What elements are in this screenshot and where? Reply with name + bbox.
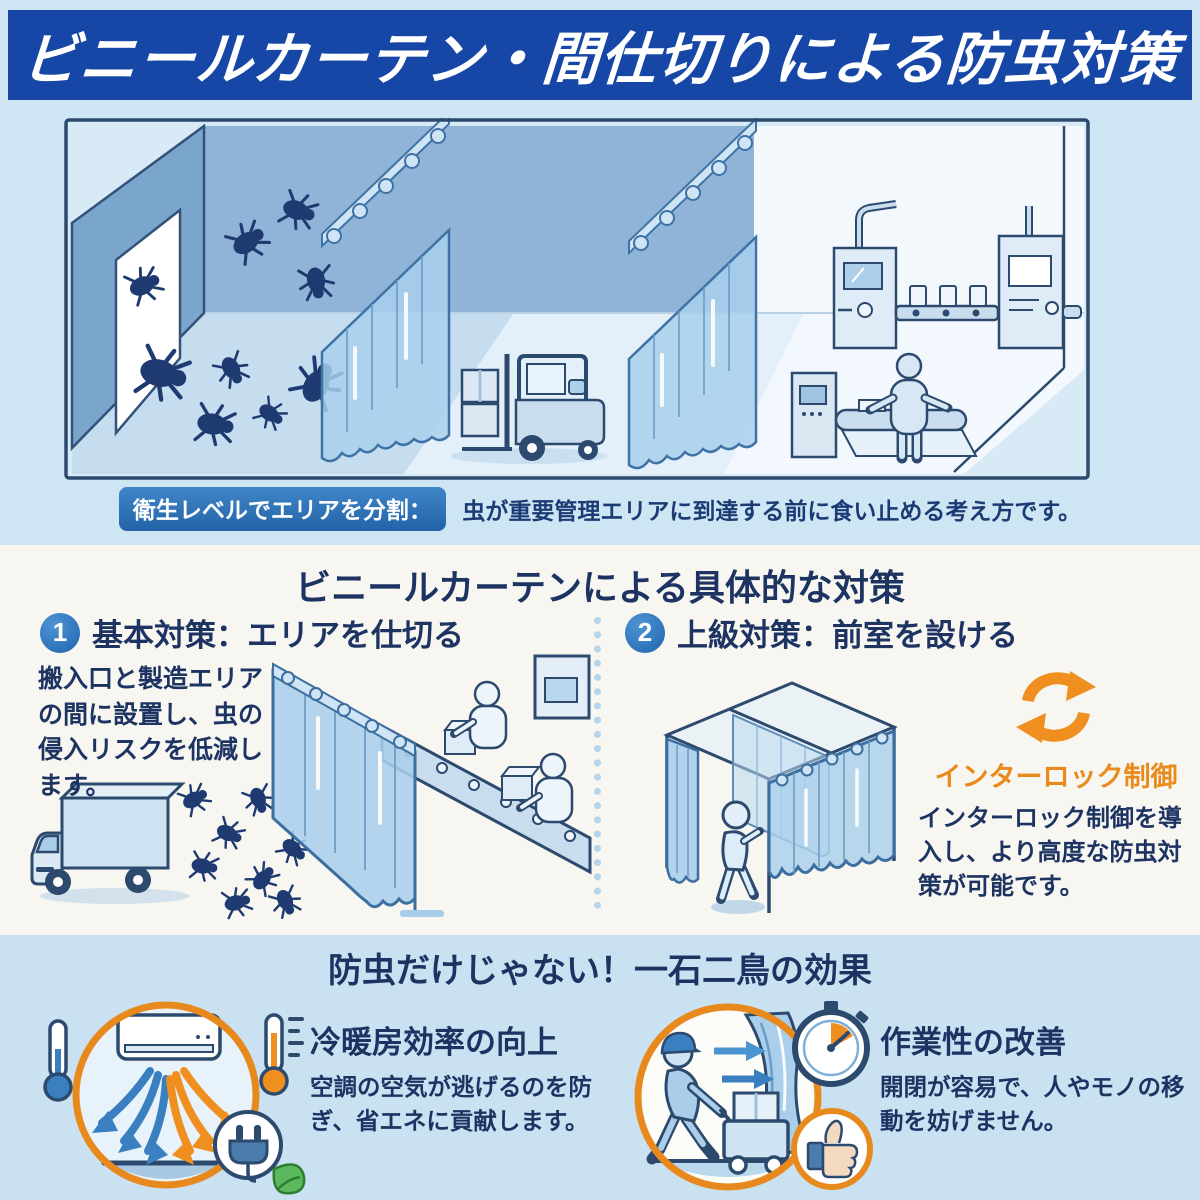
measure-1-heading-row: 1 基本対策：エリアを仕切る bbox=[40, 610, 464, 655]
stopwatch-icon bbox=[792, 1001, 870, 1087]
page-title-banner: ビニールカーテン・間仕切りによる防虫対策 bbox=[8, 10, 1192, 100]
measure-2-heading: 上級対策：前室を設ける bbox=[677, 618, 1018, 653]
cleanroom-worker bbox=[450, 680, 574, 824]
thumbs-up-icon bbox=[791, 1108, 873, 1190]
hero-caption: 衛生レベルでエリアを分割： 虫が重要管理エリアに到達する前に食い止める考え方です… bbox=[0, 487, 1200, 531]
anteroom-illustration bbox=[663, 681, 898, 914]
panel-border bbox=[64, 118, 1090, 480]
benefits-section: 防虫だけじゃない！一石二鳥の効果 bbox=[0, 935, 1200, 1200]
gathered-curtain bbox=[665, 737, 700, 884]
leaf-icon bbox=[272, 1163, 306, 1195]
production-machines bbox=[832, 200, 1082, 350]
worker-cart-stopwatch-thumbsup-icon bbox=[634, 1001, 873, 1191]
benefit-2-heading: 作業性の改善 bbox=[880, 1025, 1066, 1060]
door-opening bbox=[114, 207, 182, 437]
benefit-1-body: 空調の空気が逃げるのを防ぎ、省エネに貢献します。 bbox=[310, 1074, 592, 1135]
thermometer-cold-icon bbox=[43, 1019, 73, 1102]
front-curtain bbox=[767, 728, 896, 879]
measure-1-heading: 基本対策：エリアを仕切る bbox=[92, 618, 464, 653]
conveyor-line bbox=[380, 654, 592, 875]
orange-ring bbox=[634, 1003, 822, 1191]
benefit-1-heading: 冷暖房効率の向上 bbox=[310, 1025, 558, 1060]
measures-section: ビニールカーテンによる具体的な対策 1 基本対策：エリアを仕切る bbox=[0, 545, 1200, 935]
number-1-badge: 1 bbox=[40, 612, 80, 653]
person-figure bbox=[711, 800, 765, 914]
benefit-2-body: 開閉が容易で、人やモノの移動を妨げません。 bbox=[880, 1074, 1185, 1135]
benefits-title: 防虫だけじゃない！一石二鳥の効果 bbox=[328, 952, 872, 990]
page-title: ビニールカーテン・間仕切りによる防虫対策 bbox=[19, 28, 1181, 92]
flow-arrows bbox=[714, 1041, 774, 1089]
caption-badge: 衛生レベルでエリアを分割： bbox=[118, 487, 446, 531]
orange-ring bbox=[72, 1001, 260, 1189]
number-2-badge: 2 bbox=[625, 612, 665, 653]
strip-curtain bbox=[271, 662, 444, 917]
plug-icon bbox=[213, 1110, 283, 1183]
benefit-2-text: 作業性の改善 開閉が容易で、人やモノの移動を妨げません。 bbox=[880, 1017, 1190, 1138]
ac-unit-icon bbox=[116, 1013, 222, 1061]
thermometer-hot-icon bbox=[259, 1013, 304, 1096]
forklift-icon bbox=[451, 354, 607, 464]
truck-icon bbox=[30, 782, 190, 904]
interlock-block: インターロック制御 インターロック制御を導入し、より高度な防虫対策が可能です。 bbox=[918, 663, 1194, 904]
benefit-1-text: 冷暖房効率の向上 空調の空気が逃げるのを防ぎ、省エネに貢献します。 bbox=[310, 1017, 600, 1138]
factory-zones-svg bbox=[64, 118, 1090, 480]
cart-icon bbox=[718, 1091, 790, 1175]
measure-1-body: 搬入口と製造エリアの間に設置し、虫の侵入リスクを低減します。 bbox=[38, 665, 264, 800]
column-divider bbox=[594, 617, 601, 909]
measure-2-heading-row: 2 上級対策：前室を設ける bbox=[625, 610, 1018, 655]
measure-2-body: インターロック制御を導入し、より高度な防虫対策が可能です。 bbox=[918, 805, 1182, 901]
interlock-label: インターロック制御 bbox=[934, 762, 1178, 792]
sync-arrows-icon bbox=[1016, 671, 1096, 743]
caption-text: 虫が重要管理エリアに到達する前に食い止める考え方です。 bbox=[462, 498, 1082, 524]
measures-title: ビニールカーテンによる具体的な対策 bbox=[295, 567, 905, 608]
factory-zones-illustration bbox=[64, 118, 1090, 480]
curtain-partition-illustration bbox=[30, 654, 592, 922]
worker-figure bbox=[865, 352, 953, 464]
air-conditioner-energy-icon bbox=[43, 1001, 306, 1195]
